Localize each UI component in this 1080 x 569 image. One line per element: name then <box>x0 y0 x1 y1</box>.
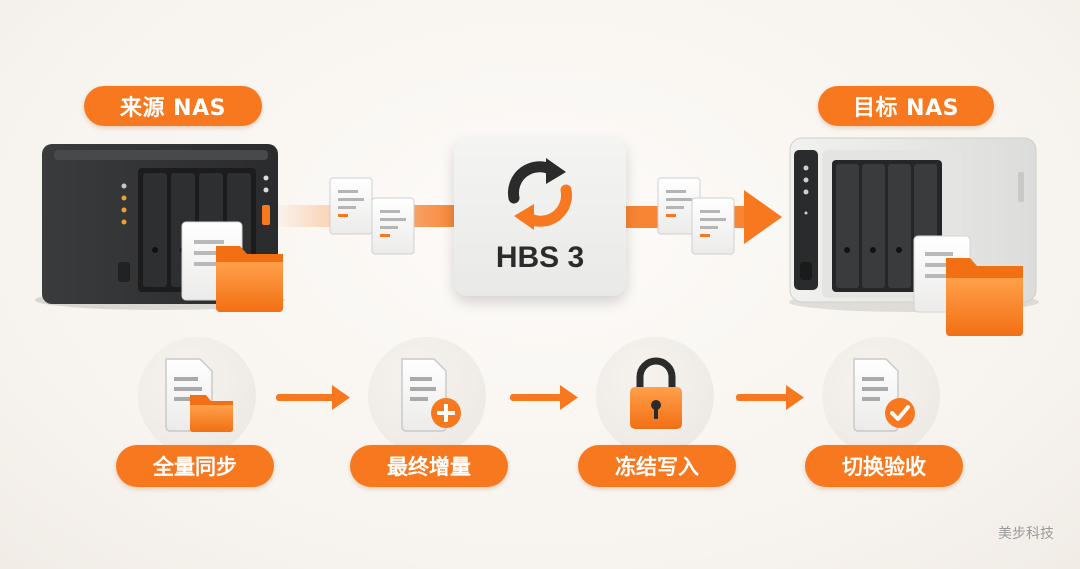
padlock-icon <box>630 357 682 429</box>
step-4-circle <box>822 337 940 455</box>
step-1-label: 全量同步 <box>116 445 274 487</box>
watermark-text: 美步科技 <box>998 526 1054 542</box>
hbs3-card: HBS 3 <box>454 138 626 296</box>
step-arrow-2 <box>510 385 578 410</box>
document-check-icon <box>853 358 915 432</box>
source-files-icon <box>181 221 283 312</box>
step-1-circle <box>138 337 256 455</box>
sync-arrows-icon <box>507 158 573 230</box>
documents-left-icon <box>329 177 415 255</box>
step-arrow-3 <box>736 385 804 410</box>
step-3-label: 冻结写入 <box>578 445 736 487</box>
step-3-circle <box>596 337 714 455</box>
step-arrow-1 <box>276 385 350 410</box>
document-folder-icon <box>165 358 233 432</box>
hbs3-label: HBS 3 <box>495 241 585 274</box>
documents-right-icon <box>657 177 735 255</box>
target-nas-label: 目标 NAS <box>818 86 994 126</box>
step-2-circle <box>368 337 486 455</box>
step-4-label: 切换验收 <box>805 445 963 487</box>
source-nas-label: 来源 NAS <box>84 86 262 126</box>
step-2-label: 最终增量 <box>350 445 508 487</box>
document-plus-icon <box>401 358 461 432</box>
beam-arrowhead <box>744 190 782 244</box>
target-files-icon <box>913 235 1023 336</box>
